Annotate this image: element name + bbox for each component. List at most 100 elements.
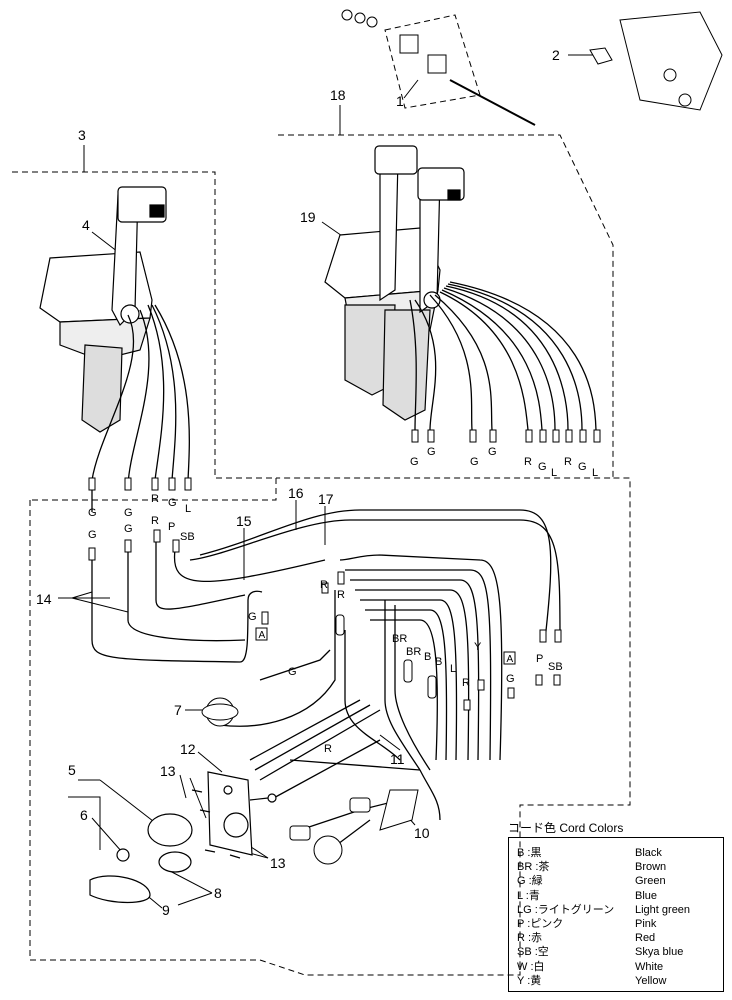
wire-label: G — [124, 507, 133, 519]
wire-label: L — [185, 503, 191, 515]
legend-code: Y :黄 — [517, 974, 542, 987]
legend-code: G :緑 — [517, 875, 543, 888]
wire-label: B — [424, 651, 431, 663]
wire-label: G — [168, 497, 177, 509]
callout-11: 11 — [390, 751, 405, 767]
wire-label: G — [88, 529, 97, 541]
wire-label: G — [248, 611, 257, 623]
callout-18: 18 — [330, 87, 346, 103]
wire-label: G — [538, 461, 547, 473]
legend-row: BR :茶 Brown — [517, 860, 717, 874]
wire-label: G — [88, 507, 97, 519]
wire-label: G — [427, 446, 436, 458]
wire-label: SB — [548, 661, 563, 673]
legend-english: White — [635, 960, 664, 973]
single-lever-control-box — [39, 186, 167, 433]
legend-english: Green — [635, 875, 666, 888]
legend-english: Blue — [635, 889, 658, 902]
legend-code: L :青 — [517, 889, 540, 902]
wire-label: Y — [474, 641, 482, 653]
wire-label: G — [506, 673, 515, 685]
callout-2: 2 — [552, 47, 560, 63]
wire-label: R — [524, 456, 532, 468]
callout-1: 1 — [396, 93, 404, 109]
group-3-outline — [12, 171, 277, 501]
wire-label: R — [320, 579, 328, 591]
callout-7: 7 — [174, 702, 182, 718]
wire-label: R — [462, 677, 470, 689]
legend-english: Brown — [635, 861, 667, 874]
wire-label: G — [410, 456, 419, 468]
legend-row: P :ピンク Pink — [517, 917, 717, 931]
engine-mount-parts — [341, 9, 723, 126]
legend-english: Pink — [635, 918, 657, 931]
wire-label: SB — [180, 531, 195, 543]
wire-label: R — [151, 493, 159, 505]
callout-13-lower: 13 — [270, 855, 286, 871]
wire-label: BR — [392, 633, 407, 645]
legend-code: LG :ライトグリーン — [517, 903, 615, 916]
legend-english: Light green — [635, 903, 691, 916]
wire-label: L — [551, 467, 557, 479]
legend-row: Y :黄 Yellow — [517, 974, 717, 988]
wire-label: G — [578, 461, 587, 473]
legend-code: P :ピンク — [517, 918, 564, 931]
wire-label: G — [470, 456, 479, 468]
leader-lines — [58, 54, 595, 909]
callout-13-upper: 13 — [160, 763, 176, 779]
legend-code: W :白 — [517, 960, 545, 973]
legend-english: Yellow — [635, 974, 667, 987]
boxed-label-a-left: A — [259, 630, 266, 641]
legend-code: B :黒 — [517, 847, 542, 859]
switch-panel-parts — [89, 771, 277, 904]
legend-row: LG :ライトグリーン Light green — [517, 903, 717, 917]
legend-english: Red — [635, 932, 656, 945]
wire-label: R — [151, 515, 159, 527]
legend-code: SB :空 — [517, 946, 549, 959]
wire-label: P — [536, 653, 543, 665]
wire-label: G — [288, 666, 297, 678]
legend-row: W :白 White — [517, 960, 717, 974]
callout-12: 12 — [180, 741, 196, 757]
legend-row: B :黒 Black — [517, 846, 717, 860]
legend-row: G :緑 Green — [517, 874, 717, 888]
wire-label: G — [124, 523, 133, 535]
legend-english: Skya blue — [635, 946, 684, 959]
legend-row: SB :空 Skya blue — [517, 945, 717, 959]
callout-6: 6 — [80, 807, 88, 823]
legend-row: R :赤 Red — [517, 931, 717, 945]
callout-5: 5 — [68, 762, 76, 778]
boxed-label-a-right: A — [507, 654, 514, 665]
boxed-reference-labels: A A — [255, 627, 516, 665]
wire-label: B — [435, 656, 442, 668]
wire-label: L — [450, 663, 456, 675]
wire-label: P — [168, 521, 175, 533]
wire-labels-upper: G G G G R G L R G L — [410, 446, 598, 479]
wire-labels-mid: G R R G R BR BR B B L Y R P SB G — [248, 579, 563, 755]
callout-numbers: 1 2 3 4 5 6 7 8 9 10 11 12 13 13 14 15 1… — [36, 47, 560, 918]
callout-14: 14 — [36, 591, 52, 607]
legend-row: L :青 Blue — [517, 889, 717, 903]
callout-19: 19 — [300, 209, 316, 225]
callout-9: 9 — [162, 902, 170, 918]
wire-labels-left: G G R G L G G R P SB — [88, 493, 195, 543]
main-harness-outline — [29, 477, 631, 976]
legend-code: BR :茶 — [517, 861, 550, 874]
legend-title: コード色 Cord Colors — [508, 821, 624, 835]
wire-label: L — [592, 467, 598, 479]
wire-label: G — [488, 446, 497, 458]
callout-8: 8 — [214, 885, 222, 901]
legend-code: R :赤 — [517, 932, 543, 945]
callout-16: 16 — [288, 485, 304, 501]
dual-lever-control-box — [324, 145, 465, 421]
legend-english: Black — [635, 847, 662, 859]
callout-4: 4 — [82, 217, 90, 233]
callout-3: 3 — [78, 127, 86, 143]
callout-17: 17 — [318, 491, 334, 507]
wire-label: R — [337, 589, 345, 601]
wire-label: R — [564, 456, 572, 468]
wire-connectors — [88, 429, 601, 865]
wiring-harness — [91, 281, 597, 851]
